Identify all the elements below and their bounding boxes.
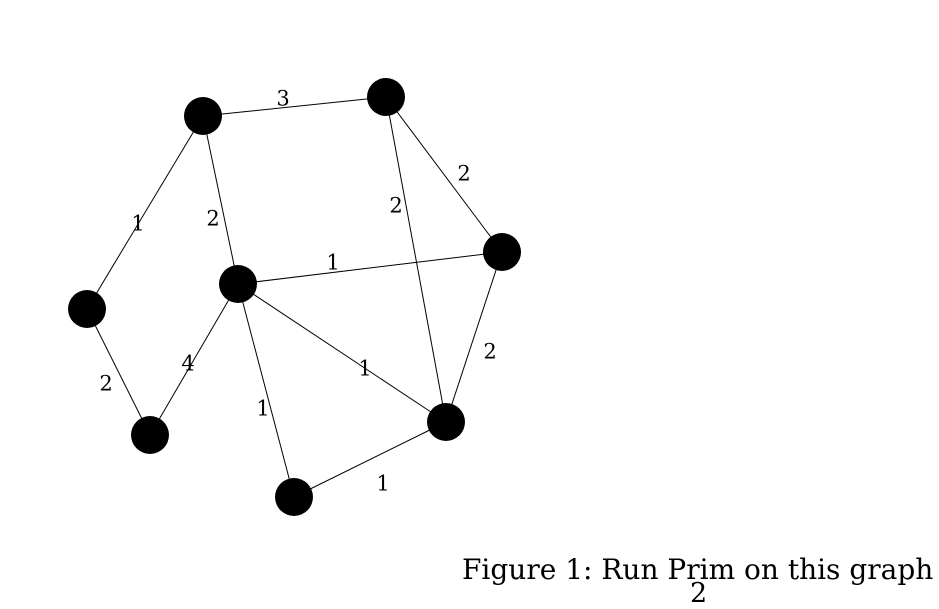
edge-weight-c-f: 2 <box>99 372 112 396</box>
edge-a-d <box>202 115 239 285</box>
edge-weight-d-g: 1 <box>358 357 371 381</box>
edges-layer <box>86 96 503 498</box>
edge-d-f <box>149 283 239 436</box>
nodes-layer <box>68 78 521 516</box>
edge-weight-a-b: 3 <box>276 87 289 111</box>
graph-node-d <box>219 265 257 303</box>
graph-node-b <box>367 78 405 116</box>
graph-node-g <box>427 403 465 441</box>
edge-d-h <box>237 283 295 498</box>
weights-layer: 3 1 2 2 2 2 1 4 1 1 2 1 <box>99 87 496 496</box>
graph-node-e <box>483 233 521 271</box>
page-number: 2 <box>690 578 708 609</box>
graph-node-a <box>184 97 222 135</box>
edge-weight-a-c: 1 <box>131 212 144 236</box>
graph-node-f <box>131 416 169 454</box>
edge-b-e <box>385 96 503 253</box>
edge-weight-e-g: 2 <box>483 340 496 364</box>
edge-c-f <box>86 308 151 436</box>
edge-a-c <box>86 115 204 310</box>
edge-a-b <box>202 96 387 117</box>
edge-weight-b-g: 2 <box>389 194 402 218</box>
figure-caption: Figure 1: Run Prim on this graph <box>462 553 934 586</box>
edge-b-g <box>385 96 447 423</box>
edge-weight-b-e: 2 <box>457 162 470 186</box>
graph-node-h <box>275 478 313 516</box>
edge-e-g <box>445 251 503 423</box>
edge-d-g <box>237 283 447 423</box>
edge-weight-g-h: 1 <box>376 472 389 496</box>
edge-g-h <box>293 421 447 498</box>
edge-d-e <box>237 251 503 285</box>
graph-node-c <box>68 290 106 328</box>
edge-weight-a-d: 2 <box>206 207 219 231</box>
edge-weight-d-e: 1 <box>326 251 339 275</box>
edge-weight-d-f: 4 <box>181 352 194 376</box>
edge-weight-d-h: 1 <box>256 397 269 421</box>
